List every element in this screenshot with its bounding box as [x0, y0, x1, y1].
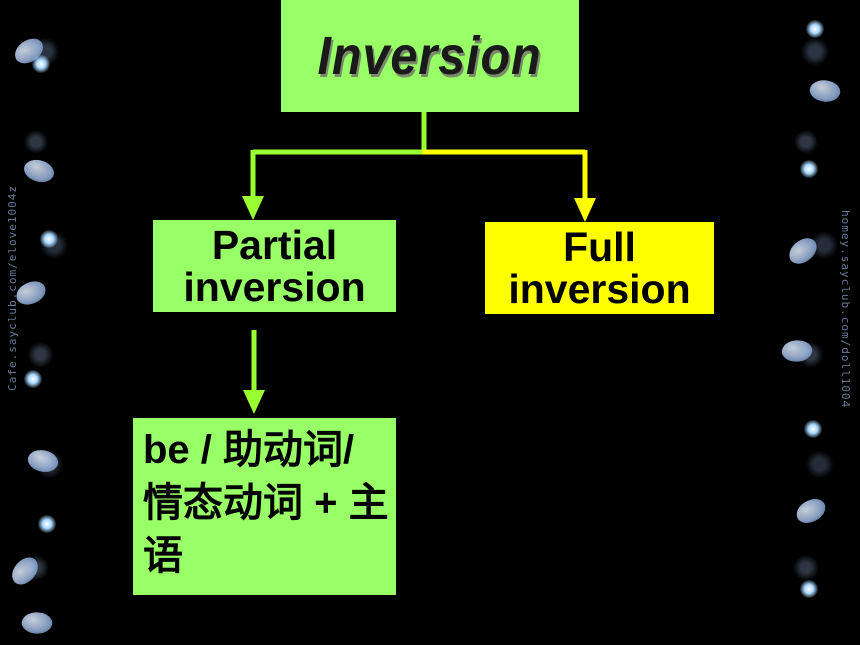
full-inversion-label: Full inversion: [508, 224, 691, 312]
left-branch-arrowhead: [242, 196, 264, 220]
right-watermark-text: homey.sayclub.com/doll1004: [839, 210, 852, 409]
title-box: Inversion: [281, 0, 579, 112]
glow-orb: [40, 230, 58, 248]
partial-to-structure-arrowhead: [243, 390, 265, 414]
glow-orb: [24, 370, 42, 388]
right-decorative-border: homey.sayclub.com/doll1004: [770, 0, 860, 645]
partial-inversion-box: Partial inversion: [153, 220, 396, 312]
left-decorative-border: Cafe.sayclub.com/elove1004z: [0, 0, 90, 645]
glow-orb: [38, 515, 56, 533]
glow-orb: [806, 20, 824, 38]
glow-orb: [800, 160, 818, 178]
glow-orb: [32, 55, 50, 73]
glow-orb: [800, 580, 818, 598]
diagram-title: Inversion: [317, 26, 543, 86]
full-inversion-box: Full inversion: [485, 222, 714, 314]
partial-inversion-label: Partial inversion: [183, 222, 366, 310]
right-branch-arrowhead: [574, 198, 596, 222]
structure-box: be / 助动词/ 情态动词 + 主语: [133, 418, 396, 595]
glow-orb: [804, 420, 822, 438]
structure-text: be / 助动词/ 情态动词 + 主语: [143, 428, 389, 578]
